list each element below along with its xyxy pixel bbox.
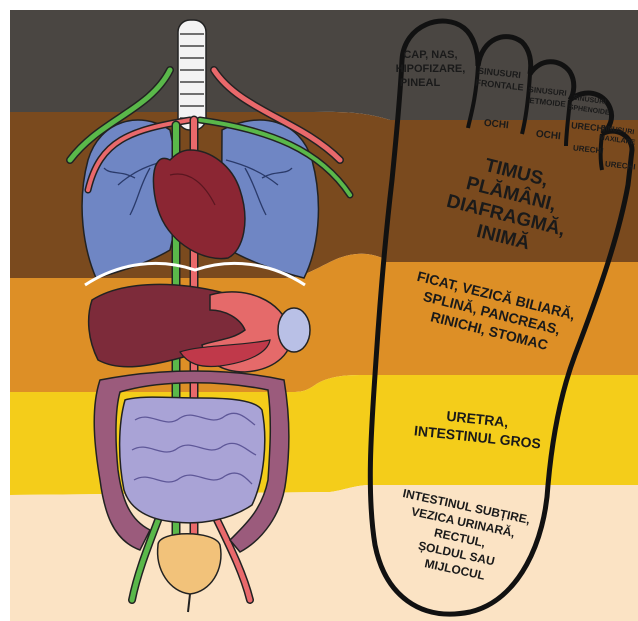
spleen [278,308,310,352]
trachea [178,20,206,130]
